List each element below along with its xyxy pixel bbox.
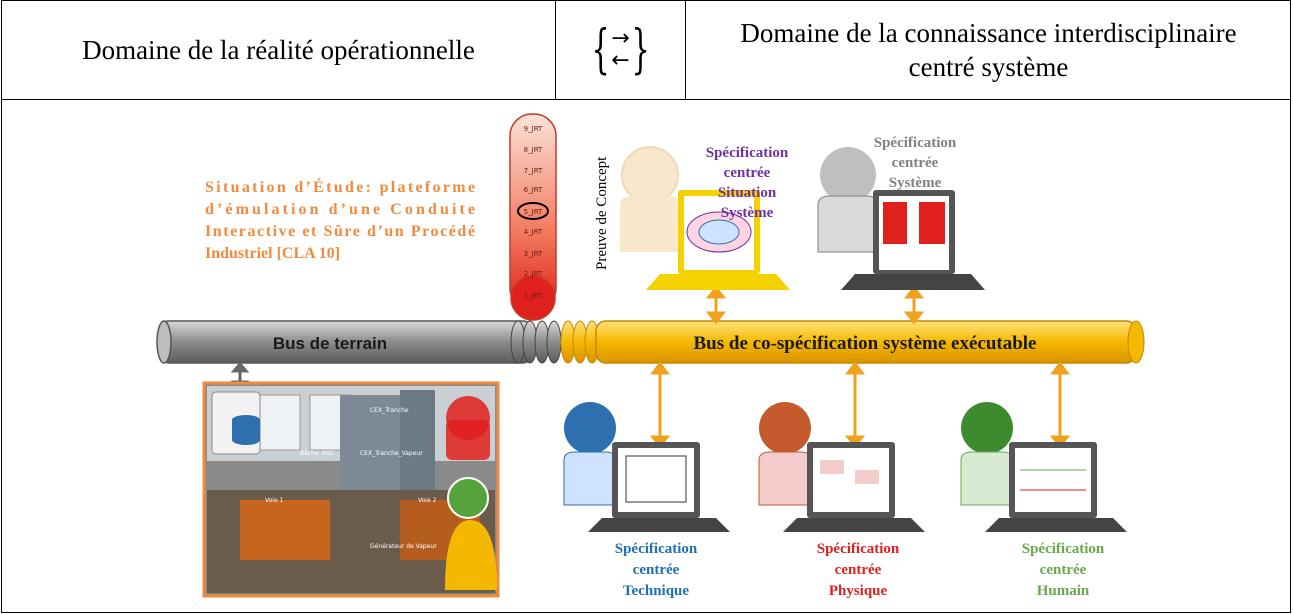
svg-text:Spécification: Spécification [1022, 541, 1105, 557]
column-divider-2 [685, 0, 686, 99]
svg-text:Situation: Situation [718, 185, 777, 201]
person-technique [563, 402, 617, 506]
header-separator [1, 99, 1291, 100]
spec-technique-label: Spécification centrée Technique [615, 541, 698, 599]
column-divider-1 [555, 0, 556, 99]
person-physique [758, 402, 812, 506]
cospecification-bus-label: Bus de co-spécification système exécutab… [694, 333, 1037, 354]
svg-text:centrée: centrée [633, 562, 680, 578]
laptop-physique [783, 442, 925, 532]
spec-situation-label: Spécification centrée Situation Système [706, 145, 789, 221]
header-operational-domain: Domaine de la réalité opérationnelle [2, 0, 555, 99]
svg-text:Voie 1: Voie 1 [265, 497, 284, 504]
trl-label: 7_JRT [524, 167, 543, 175]
svg-text:Voie 2: Voie 2 [418, 497, 437, 504]
svg-text:Spécification: Spécification [874, 135, 957, 151]
svg-text:Spécification: Spécification [706, 145, 789, 161]
trl-label: 9_JRT [524, 125, 543, 133]
svg-text:centrée: centrée [1040, 562, 1087, 578]
right-brace-icon: } [631, 19, 650, 80]
situation-description: Situation d’Étude: plateforme d’émulatio… [205, 177, 475, 262]
knowledge-domain-title-line2: centré système [908, 51, 1069, 82]
trl-label: 8_JRT [524, 146, 543, 154]
svg-text:Générateur de Vapeur: Générateur de Vapeur [370, 543, 437, 550]
svg-text:Bâche_ASG: Bâche_ASG [300, 450, 334, 457]
current-trl-marker [517, 202, 549, 220]
header-exchange-symbol: { → ← } [556, 0, 685, 99]
maturity-thermometer: 9_JRT 8_JRT 7_JRT 6_JRT 5_JRT 4_JRT 3_JR… [509, 113, 557, 321]
svg-text:CEX_Tranche_Vapeur: CEX_Tranche_Vapeur [360, 450, 423, 457]
field-bus-label: Bus de terrain [273, 334, 387, 353]
svg-text:centrée: centrée [835, 562, 882, 578]
svg-text:Interactive et Sûre d’un Procé: Interactive et Sûre d’un Procédé [205, 223, 475, 240]
laptop-situation [646, 190, 790, 290]
laptop-technique [588, 442, 730, 532]
svg-text:centrée: centrée [724, 165, 771, 181]
cospecification-bus: Bus de co-spécification système exécutab… [560, 320, 1145, 364]
proof-of-concept-label: Preuve de Concept [594, 156, 610, 270]
trl-label: 1_JRT [524, 292, 543, 300]
spec-systeme-label: Spécification centrée Système [874, 135, 957, 191]
spec-humain-label: Spécification centrée Humain [1022, 541, 1105, 599]
trl-label: 6_JRT [524, 186, 543, 194]
person-humain [960, 402, 1014, 506]
svg-text:Spécification: Spécification [615, 541, 698, 557]
left-arrow-icon: ← [611, 47, 630, 73]
platform-photo: CEX_Tranche Bâche_ASG CEX_Tranche_Vapeur… [202, 381, 500, 598]
left-brace-icon: { [591, 19, 610, 80]
svg-text:CEX_Tranche: CEX_Tranche [370, 407, 409, 414]
trl-label: 2_JRT [524, 270, 543, 278]
field-bus: Bus de terrain [156, 320, 562, 364]
spec-physique-label: Spécification centrée Physique [817, 541, 900, 599]
right-arrow-icon: → [611, 25, 630, 51]
svg-text:Industriel [CLA 10]: Industriel [CLA 10] [205, 245, 340, 262]
person-situation [620, 146, 680, 252]
svg-text:Système: Système [721, 205, 774, 221]
trl-label: 4_JRT [524, 228, 543, 236]
svg-text:Situation d’Étude: plateforme: Situation d’Étude: plateforme [205, 177, 475, 196]
laptop-systeme [841, 190, 985, 290]
person-systeme [817, 147, 879, 253]
svg-text:Spécification: Spécification [817, 541, 900, 557]
svg-text:Système: Système [889, 175, 942, 191]
svg-text:Technique: Technique [623, 583, 689, 599]
knowledge-domain-title-line1: Domaine de la connaissance interdiscipli… [740, 17, 1237, 48]
svg-text:centrée: centrée [892, 155, 939, 171]
trl-label: 3_JRT [524, 250, 543, 258]
svg-text:Physique: Physique [829, 583, 888, 599]
svg-text:d’émulation d’une Conduite: d’émulation d’une Conduite [205, 201, 475, 218]
bus-connection-arrows [649, 285, 1071, 449]
operational-domain-title: Domaine de la réalité opérationnelle [82, 34, 475, 65]
svg-text:Humain: Humain [1037, 583, 1090, 599]
laptop-humain [985, 442, 1127, 532]
header-knowledge-domain: Domaine de la connaissance interdiscipli… [686, 0, 1291, 99]
trl-label: 5_JRT [524, 208, 543, 216]
